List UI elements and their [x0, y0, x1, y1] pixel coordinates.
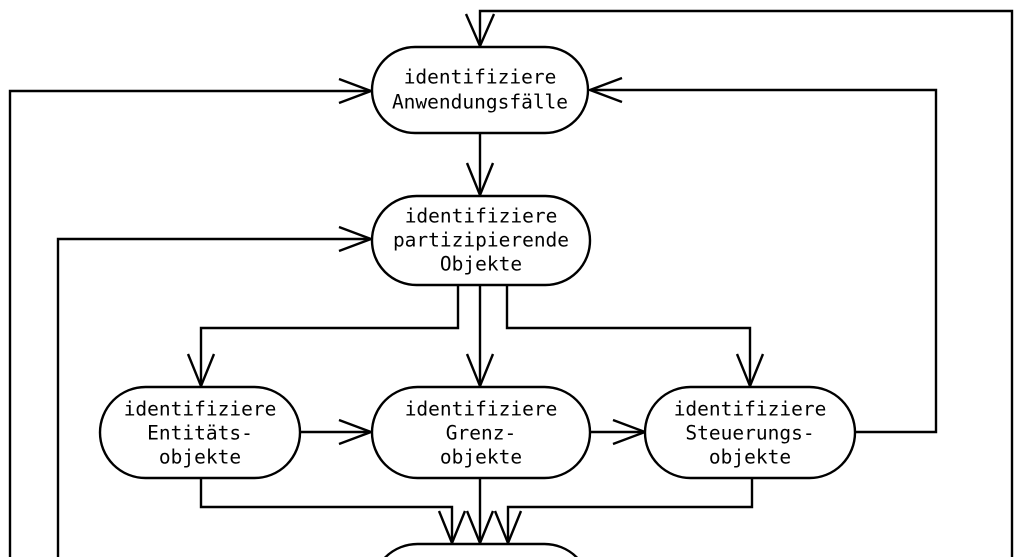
edge-grenzobjekte-to-steuerungsobjekte: [590, 418, 649, 446]
node-identifiziere-grenzobjekte[interactable]: identifiziere Grenz- objekte: [370, 385, 592, 480]
node-anwendungsfaelle-line2: Anwendungsfälle: [392, 91, 568, 114]
node-steuerungsobjekte-line3: objekte: [709, 446, 791, 469]
node-bottom-cropped[interactable]: [372, 542, 590, 557]
node-grenzobjekte-shape: [370, 385, 592, 480]
edge-partizipierende-to-entitaetsobjekte: [186, 285, 460, 390]
node-identifiziere-entitaetsobjekte[interactable]: identifiziere Entitäts- objekte: [98, 385, 302, 480]
node-steuerungsobjekte-line2: Steuerungs-: [685, 422, 814, 445]
edge-grenzobjekte-to-bottom: [465, 478, 495, 547]
node-partizipierende-shape: [370, 194, 592, 287]
node-identifiziere-steuerungsobjekte[interactable]: identifiziere Steuerungs- objekte: [643, 385, 857, 480]
node-grenzobjekte-line3: objekte: [440, 446, 522, 469]
edge-entitaetsobjekte-to-grenzobjekte: [300, 418, 375, 446]
edge-steuerungsobjekte-to-bottom: [493, 478, 754, 547]
node-entitaetsobjekte-line2: Entitäts-: [147, 422, 253, 445]
edge-partizipierende-to-steuerungsobjekte: [505, 285, 765, 390]
node-anwendungsfaelle-line1: identifiziere: [404, 66, 557, 89]
node-bottom-cropped-shape: [383, 542, 579, 557]
node-steuerungsobjekte-line1: identifiziere: [674, 398, 827, 421]
node-grenzobjekte-line1: identifiziere: [405, 398, 558, 421]
edge-partizipierende-to-grenzobjekte: [465, 285, 495, 390]
edge-steuerungsobjekte-to-anwendungsfaelle: [586, 76, 938, 434]
node-grenzobjekte-line2: Grenz-: [446, 422, 516, 445]
node-identifiziere-anwendungsfaelle[interactable]: identifiziere Anwendungsfälle: [370, 45, 590, 135]
node-entitaetsobjekte-line1: identifiziere: [124, 398, 277, 421]
edge-anwendungsfaelle-to-partizipierende: [465, 133, 495, 199]
node-entitaetsobjekte-line3: objekte: [159, 446, 241, 469]
node-anwendungsfaelle-shape: [370, 45, 590, 135]
node-partizipierende-line3: Objekte: [440, 253, 522, 276]
edge-left-loop-into-anwendungsfaelle: [8, 77, 375, 557]
node-steuerungsobjekte-shape: [643, 385, 857, 480]
node-entitaetsobjekte-shape: [98, 385, 302, 480]
node-partizipierende-line1: identifiziere: [405, 205, 558, 228]
node-partizipierende-line2: partizipierende: [393, 229, 569, 252]
node-identifiziere-partizipierende-objekte[interactable]: identifiziere partizipierende Objekte: [370, 194, 592, 287]
edge-entitaetsobjekte-to-bottom: [199, 478, 467, 547]
